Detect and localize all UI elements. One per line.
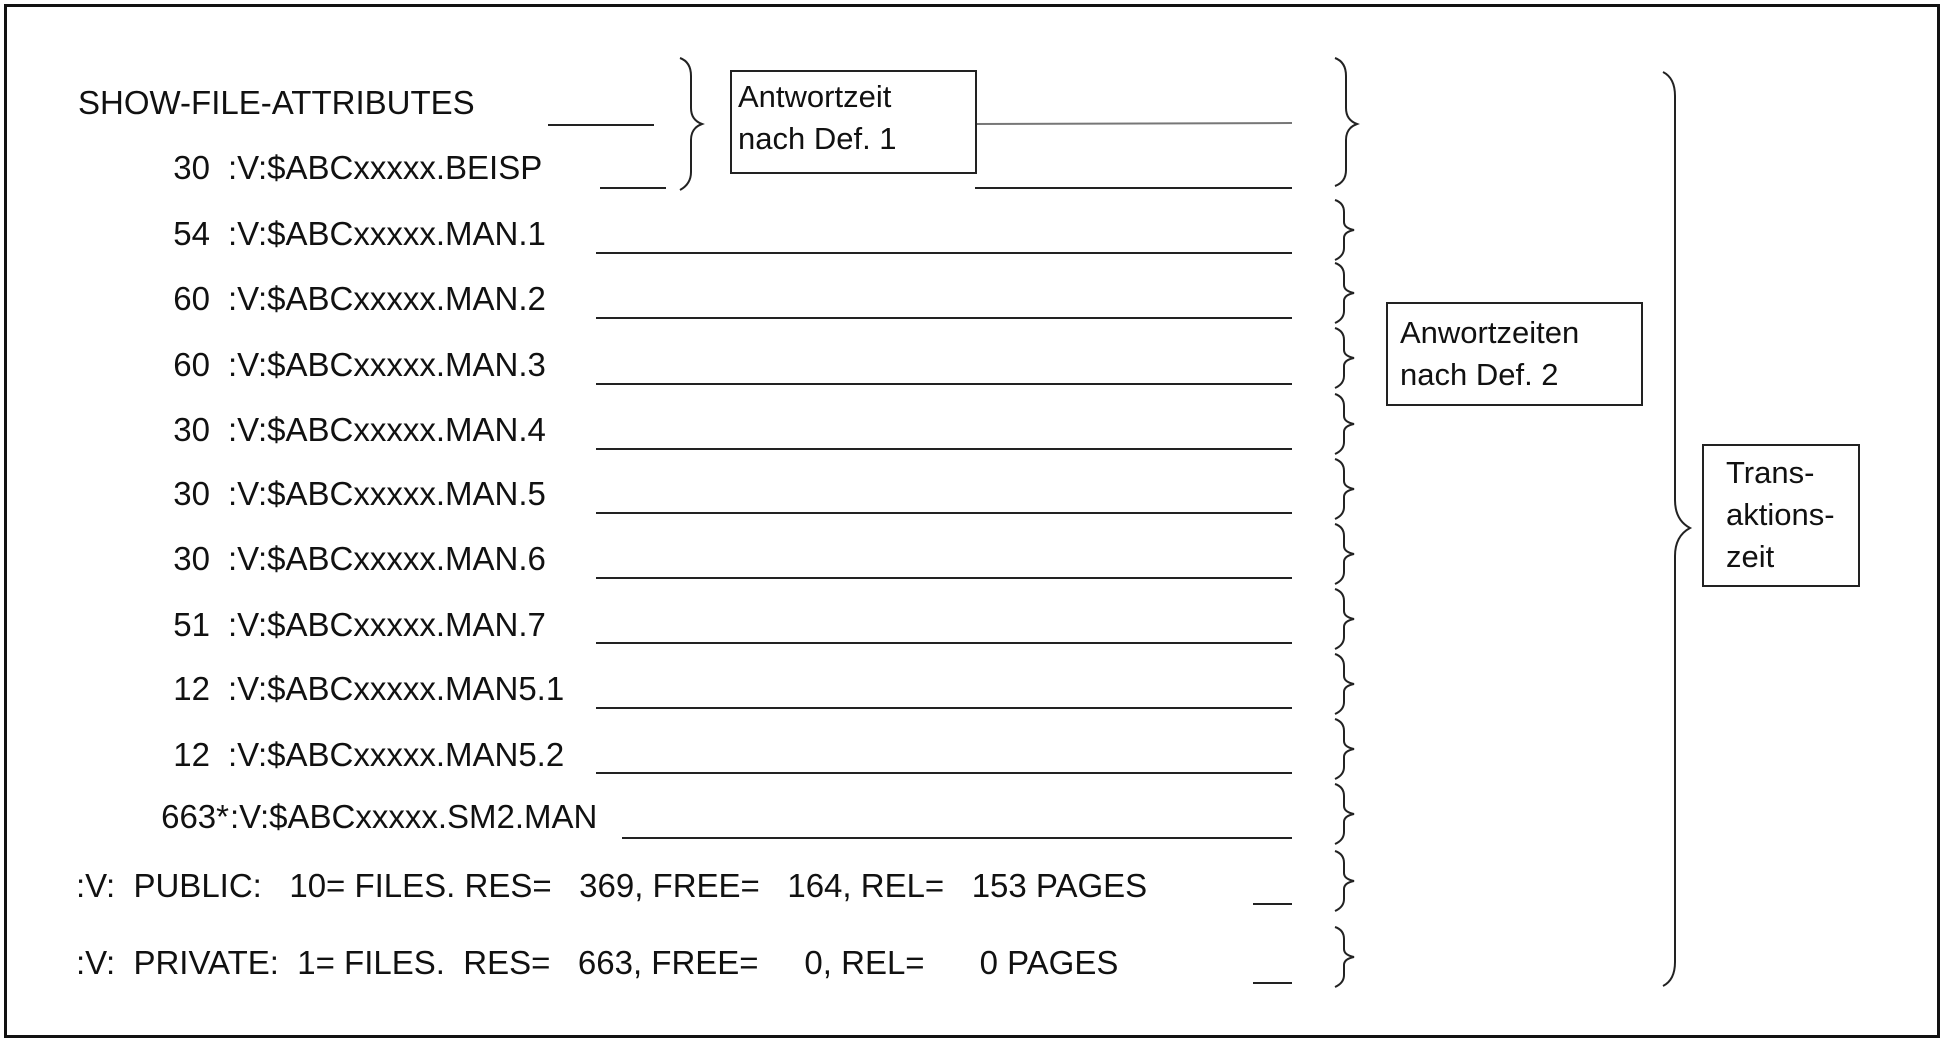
file-size-8: 51 xyxy=(173,606,210,643)
file-name-7: :V:$ABCxxxxx.MAN.6 xyxy=(228,540,546,577)
brace-step-8 xyxy=(1334,588,1355,650)
file-size-2: 54 xyxy=(173,215,210,252)
summary-public: :V: PUBLIC: 10= FILES. RES= 369, FREE= 1… xyxy=(76,867,1148,904)
line-def1-upper xyxy=(974,122,1293,125)
file-name-5: :V:$ABCxxxxx.MAN.4 xyxy=(228,411,546,448)
file-size-5: 30 xyxy=(173,411,210,448)
file-name-10: :V:$ABCxxxxx.MAN5.2 xyxy=(228,736,565,773)
label-box-transaction: Trans- aktions- zeit xyxy=(1702,444,1860,587)
def2-line-1: Anwortzeiten xyxy=(1400,315,1580,350)
def2-line-2: nach Def. 2 xyxy=(1400,357,1559,392)
file-name-6: :V:$ABCxxxxx.MAN.5 xyxy=(228,475,546,512)
def1-line-2: nach Def. 1 xyxy=(738,121,897,156)
file-name-11: :V:$ABCxxxxx.SM2.MAN xyxy=(230,798,598,835)
file-size-7: 30 xyxy=(173,540,210,577)
file-name-3: :V:$ABCxxxxx.MAN.2 xyxy=(228,280,546,317)
brace-step-7 xyxy=(1334,523,1355,585)
brace-step-10 xyxy=(1334,718,1355,780)
brace-step-4 xyxy=(1334,327,1355,389)
trans-line-1: Trans- xyxy=(1726,455,1815,490)
file-size-3: 60 xyxy=(173,280,210,317)
file-size-11: 663* xyxy=(161,798,229,835)
file-size-10: 12 xyxy=(173,736,210,773)
brace-step-12 xyxy=(1334,850,1355,912)
file-name-9: :V:$ABCxxxxx.MAN5.1 xyxy=(228,670,565,707)
brace-step-1 xyxy=(1334,57,1360,187)
label-box-def1: Antwortzeit nach Def. 1 xyxy=(730,70,977,174)
brace-step-3 xyxy=(1334,262,1355,324)
summary-private: :V: PRIVATE: 1= FILES. RES= 663, FREE= 0… xyxy=(76,944,1119,981)
brace-step-9 xyxy=(1334,653,1355,715)
trans-line-2: aktions- xyxy=(1726,497,1835,532)
brace-def1 xyxy=(679,57,705,191)
file-size-1: 30 xyxy=(173,149,210,186)
brace-step-2 xyxy=(1334,199,1355,261)
label-box-def2: Anwortzeiten nach Def. 2 xyxy=(1386,302,1643,406)
file-name-8: :V:$ABCxxxxx.MAN.7 xyxy=(228,606,546,643)
file-name-2: :V:$ABCxxxxx.MAN.1 xyxy=(228,215,546,252)
command-text: SHOW-FILE-ATTRIBUTES xyxy=(78,84,475,121)
file-size-6: 30 xyxy=(173,475,210,512)
brace-transaction xyxy=(1662,71,1693,987)
file-name-4: :V:$ABCxxxxx.MAN.3 xyxy=(228,346,546,383)
trans-line-3: zeit xyxy=(1726,539,1775,574)
file-size-9: 12 xyxy=(173,670,210,707)
file-name-1: :V:$ABCxxxxx.BEISP xyxy=(228,149,543,186)
brace-step-11 xyxy=(1334,783,1355,845)
brace-step-13 xyxy=(1334,926,1355,988)
brace-step-5 xyxy=(1334,393,1355,455)
diagram-frame xyxy=(4,4,1940,1038)
def1-line-1: Antwortzeit xyxy=(738,79,892,114)
file-size-4: 60 xyxy=(173,346,210,383)
brace-step-6 xyxy=(1334,458,1355,520)
